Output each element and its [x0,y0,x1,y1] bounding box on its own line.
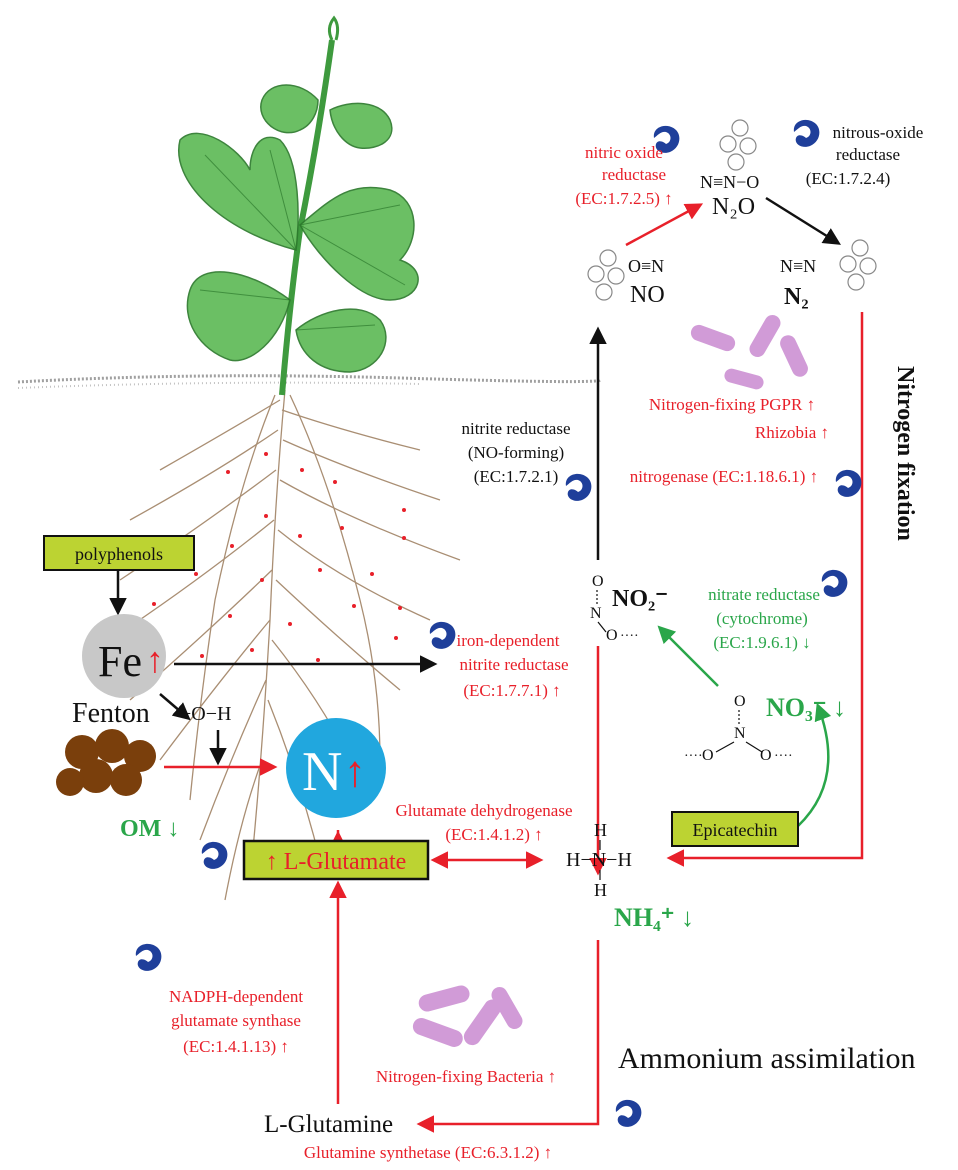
n-label: N [302,741,342,803]
l-glutamine-label: L-Glutamine [264,1111,393,1138]
fe-node: Fe ↑ [82,614,166,698]
svg-text:····: ···· [774,749,793,764]
nitrogen-fixation-title: Nitrogen fixation [892,366,918,541]
svg-text:(EC:1.4.1.13) ↑: (EC:1.4.1.13) ↑ [183,1037,289,1056]
svg-text:nitrite reductase: nitrite reductase [461,419,570,438]
svg-text:O: O [606,627,618,644]
svg-text:N₂O: N₂O [712,194,755,220]
polyphenols-box: polyphenols [43,535,195,571]
no3-molecule: O N O O ···· ···· NO₃⁻ ↓ [684,693,846,764]
fe-label: Fe [98,637,142,686]
svg-text:····: ···· [684,749,703,764]
svg-text:N≡N: N≡N [780,256,816,276]
svg-text:O: O [592,573,604,590]
svg-text:nitric oxide: nitric oxide [585,143,663,162]
om-label: OM ↓ [120,816,179,842]
nh4-label: NH₄⁺ ↓ [614,903,694,932]
svg-text:H: H [594,820,607,840]
svg-text:O: O [702,747,714,764]
cucumber-plant-icon [17,15,602,901]
polyphenols-label: polyphenols [75,544,163,564]
nitrogen-fixing-bacteria-label: Nitrogen-fixing Bacteria ↑ [376,1067,556,1086]
nitrogen-fixing-pgpr-label: Nitrogen-fixing PGPR ↑ [649,395,815,414]
no2-molecule: O N O ···· NO₂⁻ [590,573,668,644]
svg-text:(EC:1.7.2.1): (EC:1.7.2.1) [474,467,559,486]
bacteria-icon [412,315,808,1047]
svg-text:glutamate synthase: glutamate synthase [171,1011,301,1030]
svg-text:nitrate reductase: nitrate reductase [708,585,820,604]
svg-text:nitrite reductase: nitrite reductase [459,655,568,674]
svg-text:reductase: reductase [602,165,666,184]
svg-text:N≡N−O: N≡N−O [700,172,759,192]
svg-text:(EC:1.4.1.2) ↑: (EC:1.4.1.2) ↑ [445,825,542,844]
svg-text:H−N−H: H−N−H [566,849,632,871]
nitric-oxide-reductase-label: nitric oxide reductase (EC:1.7.2.5) ↑ [575,143,672,208]
glutamine-synthetase-label: Glutamine synthetase (EC:6.3.1.2) ↑ [304,1143,552,1162]
fe-up-arrow: ↑ [146,640,164,680]
n-up-arrow: ↑ [344,747,366,796]
l-glutamate-box: ↑ L-Glutamate [242,839,430,881]
pathway-arrows [109,196,864,1133]
svg-text:nitrous-oxide: nitrous-oxide [833,123,924,142]
l-glutamate-label: ↑ L-Glutamate [266,849,407,875]
nitrogenase-label: nitrogenase (EC:1.18.6.1) ↑ [630,467,818,486]
svg-text:(EC:1.7.7.1) ↑: (EC:1.7.7.1) ↑ [463,681,560,700]
svg-text:(EC:1.9.6.1) ↓: (EC:1.9.6.1) ↓ [713,633,810,652]
svg-text:····: ···· [620,629,639,644]
svg-text:reductase: reductase [836,145,900,164]
rhizobia-label: Rhizobia ↑ [755,423,829,442]
svg-text:O: O [760,747,772,764]
epicatechin-label: Epicatechin [693,820,778,840]
svg-text:(cytochrome): (cytochrome) [716,609,808,628]
svg-text:O≡N: O≡N [628,256,664,276]
svg-text:NADPH-dependent: NADPH-dependent [169,987,303,1006]
nitrate-reductase-label: nitrate reductase (cytochrome) (EC:1.9.6… [708,585,820,652]
nitrite-reductase-no-label: nitrite reductase (NO-forming) (EC:1.7.2… [461,419,570,486]
svg-text:(EC:1.7.2.5) ↑: (EC:1.7.2.5) ↑ [575,189,672,208]
n2-molecule: N≡N N₂ [780,256,816,310]
svg-text:(NO-forming): (NO-forming) [468,443,564,462]
no3-label: NO₃⁻ ↓ [766,693,846,722]
svg-text:N: N [590,605,602,622]
organic-matter-icon [56,729,156,796]
svg-text:Glutamate dehydrogenase: Glutamate dehydrogenase [395,801,572,820]
iron-nitrite-reductase-label: iron-dependent nitrite reductase (EC:1.7… [457,631,569,700]
svg-text:(EC:1.7.2.4): (EC:1.7.2.4) [806,169,891,188]
nitrogen-node: N ↑ [286,718,386,818]
fenton-label: Fenton [72,698,150,729]
epicatechin-box: Epicatechin [671,811,799,847]
svg-text:H: H [594,880,607,900]
glutamate-dehydrogenase-label: Glutamate dehydrogenase (EC:1.4.1.2) ↑ [395,801,572,844]
glutamate-synthase-label: NADPH-dependent glutamate synthase (EC:1… [169,987,303,1056]
svg-text:iron-dependent: iron-dependent [457,631,560,650]
svg-text:NO: NO [630,282,665,308]
ammonium-assimilation-title: Ammonium assimilation [618,1042,916,1075]
svg-text:N₂: N₂ [784,284,809,310]
svg-text:N: N [734,725,746,742]
nh4-molecule: H H−N−H H NH₄⁺ ↓ [566,820,694,932]
no-molecule: O≡N NO [628,256,665,308]
nitrous-oxide-reductase-label: nitrous-oxide reductase (EC:1.7.2.4) [806,123,924,188]
no2-label: NO₂⁻ [612,586,668,612]
svg-text:O: O [734,693,746,710]
n2o-molecule: N≡N−O N₂O [700,172,759,220]
hydroxyl-label: −O−H [180,703,231,725]
